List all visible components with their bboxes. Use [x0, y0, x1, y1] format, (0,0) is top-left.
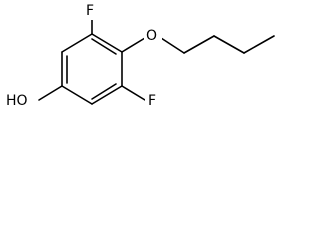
bond-butyl-1: [183, 35, 215, 54]
label-mask-f-top: [85, 4, 99, 20]
oxygen-label: O: [146, 28, 157, 44]
fluorine-label-bottom: F: [148, 93, 156, 109]
ring-bond-c4-c5: [61, 85, 93, 105]
ring-bond-c1-c2: [91, 33, 123, 53]
label-mask-oh: [4, 91, 38, 109]
label-mask-o: [144, 27, 162, 45]
fluorine-label-top: F: [86, 3, 94, 19]
ring-double-bond-lower-right: [91, 83, 117, 100]
ring-bond-c6-c1: [61, 33, 93, 53]
bond-butyl-2: [213, 35, 245, 54]
hydroxyl-label: HO: [6, 93, 28, 109]
ring-bond-c3-c4: [91, 85, 123, 105]
bond-c2-o: [121, 37, 146, 53]
structure-diagram: F O HO F: [4, 3, 275, 110]
bond-butyl-3: [243, 35, 275, 54]
bond-c3-f-bottom: [121, 85, 146, 101]
bond-o-ch2: [160, 37, 185, 54]
bond-c5-oh: [38, 85, 63, 101]
label-mask-f-bottom: [145, 92, 159, 110]
benzene-ring: [61, 33, 123, 105]
ring-double-bond-upper-right: [91, 38, 117, 55]
